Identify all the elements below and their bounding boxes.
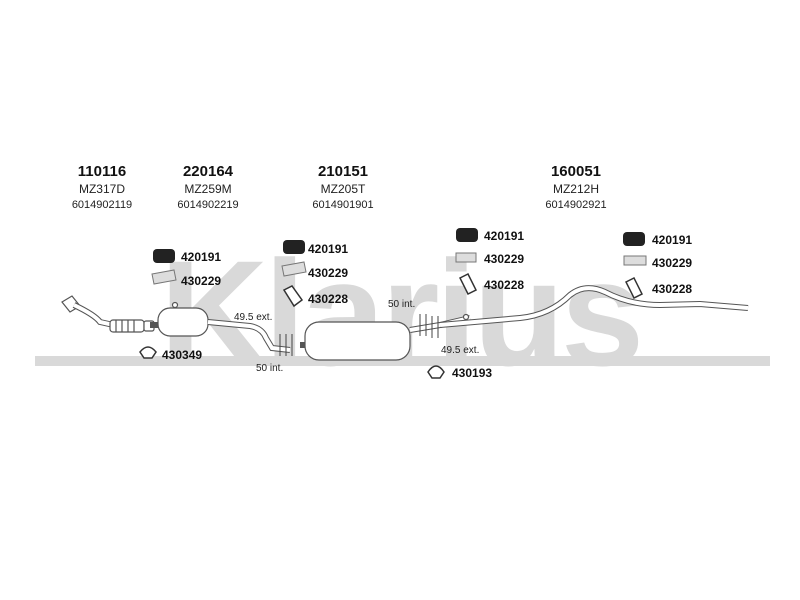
hanger-clamp-icons xyxy=(282,272,644,308)
front-silencer xyxy=(150,301,291,353)
part-ref: 6014902219 xyxy=(177,199,239,211)
accessory-rubber[interactable]: 420191 xyxy=(484,229,525,243)
dimension-label: 50 int. xyxy=(388,299,416,310)
accessory-bracket[interactable]: 430229 xyxy=(652,256,693,270)
watermark-text: Klarius xyxy=(160,229,641,397)
part-number[interactable]: 210151 xyxy=(317,163,369,180)
part-model: MZ205T xyxy=(320,182,366,196)
dimension-label: 49.5 ext. xyxy=(441,345,480,356)
part-ref: 6014902119 xyxy=(71,199,133,211)
accessory-clamp-mid[interactable]: 430193 xyxy=(452,366,493,380)
rear-pipe xyxy=(439,285,749,328)
part-model: MZ212H xyxy=(552,182,599,196)
part-model: MZ259M xyxy=(184,182,232,196)
hanger-rubber-icons xyxy=(153,228,645,263)
part-ref: 6014902921 xyxy=(545,199,607,211)
accessory-bracket[interactable]: 430229 xyxy=(484,252,525,266)
dimension-label: 49.5 ext. xyxy=(234,312,273,323)
accessory-clamp[interactable]: 430228 xyxy=(484,278,525,292)
part-number[interactable]: 110116 xyxy=(77,163,127,180)
accessory-rubber[interactable]: 420191 xyxy=(652,233,693,247)
part-column-3: 210151 MZ205T 6014901901 xyxy=(278,163,408,211)
part-column-1: 110116 MZ317D 6014902119 xyxy=(37,163,167,211)
part-column-4: 160051 MZ212H 6014902921 xyxy=(511,163,641,211)
accessory-bracket[interactable]: 430229 xyxy=(308,266,349,280)
accessory-rubber[interactable]: 420191 xyxy=(308,242,349,256)
part-model: MZ317D xyxy=(78,182,125,196)
part-column-2: 220164 MZ259M 6014902219 xyxy=(143,163,273,211)
front-pipe xyxy=(61,295,155,333)
accessory-bracket[interactable]: 430229 xyxy=(181,274,222,288)
dimension-label: 50 int. xyxy=(256,363,284,374)
hanger-bracket-icons xyxy=(151,252,647,285)
part-number[interactable]: 160051 xyxy=(550,163,602,180)
clamp-icons xyxy=(139,346,445,379)
accessory-rubber[interactable]: 420191 xyxy=(181,250,222,264)
accessory-clamp[interactable]: 430228 xyxy=(652,282,693,296)
joint-markers xyxy=(279,314,439,356)
part-number[interactable]: 220164 xyxy=(182,163,234,180)
accessory-clamp[interactable]: 430228 xyxy=(308,292,349,306)
accessory-clamp-front[interactable]: 430349 xyxy=(162,348,203,362)
watermark-bar xyxy=(35,356,770,366)
part-ref: 6014901901 xyxy=(312,199,374,211)
